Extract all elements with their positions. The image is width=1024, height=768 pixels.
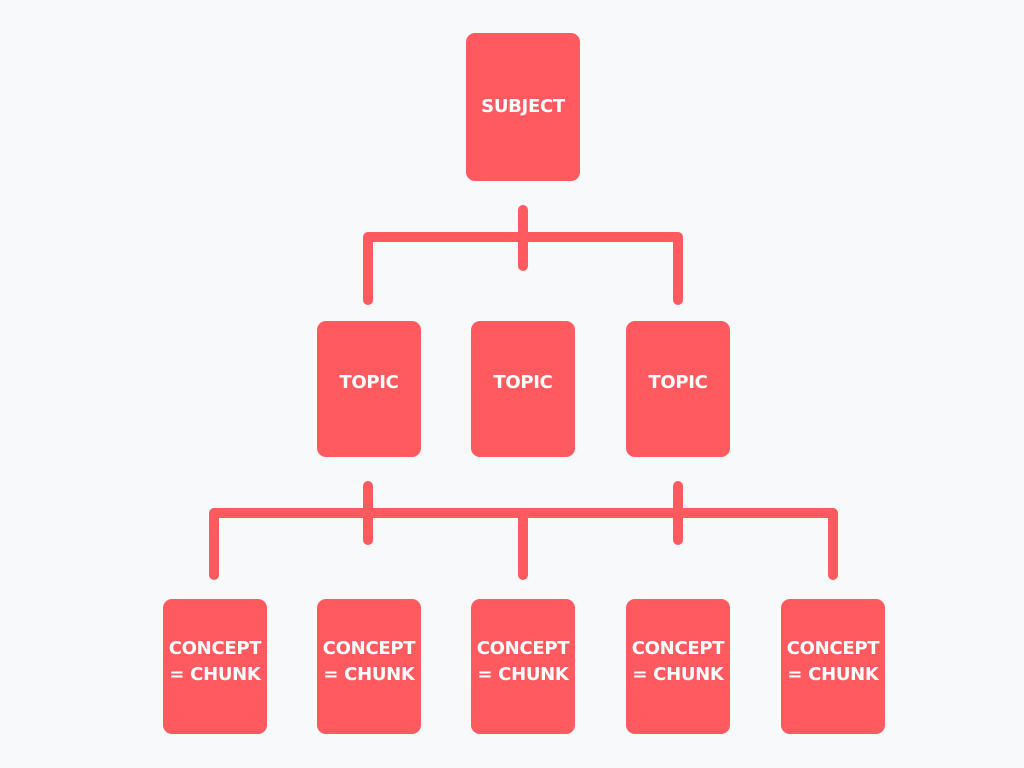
concept-box: CONCEPT = CHUNK bbox=[626, 599, 730, 734]
topic-box: TOPIC bbox=[317, 321, 421, 457]
concept-label: CONCEPT = CHUNK bbox=[786, 637, 880, 685]
concept-box: CONCEPT = CHUNK bbox=[471, 599, 575, 734]
subject-box: SUBJECT bbox=[466, 33, 580, 181]
subject-label: SUBJECT bbox=[481, 96, 565, 117]
topic-label: TOPIC bbox=[339, 372, 399, 393]
concept-label: CONCEPT = CHUNK bbox=[631, 637, 725, 685]
concept-label: CONCEPT = CHUNK bbox=[168, 637, 262, 685]
concept-box: CONCEPT = CHUNK bbox=[781, 599, 885, 734]
topic-label: TOPIC bbox=[493, 372, 553, 393]
concept-box: CONCEPT = CHUNK bbox=[317, 599, 421, 734]
topic-label: TOPIC bbox=[648, 372, 708, 393]
topic-box: TOPIC bbox=[471, 321, 575, 457]
topic-box: TOPIC bbox=[626, 321, 730, 457]
concept-label: CONCEPT = CHUNK bbox=[476, 637, 570, 685]
concept-box: CONCEPT = CHUNK bbox=[163, 599, 267, 734]
concept-label: CONCEPT = CHUNK bbox=[322, 637, 416, 685]
